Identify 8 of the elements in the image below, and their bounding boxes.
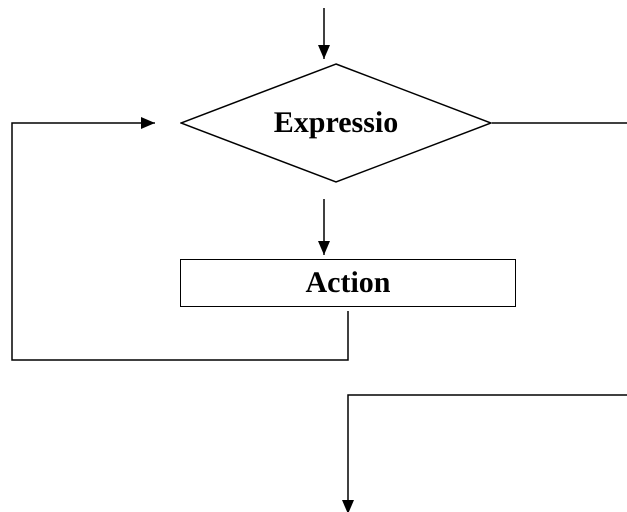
decision-diamond xyxy=(180,63,492,183)
arrow xyxy=(11,117,349,361)
arrow xyxy=(342,122,627,512)
process-box xyxy=(180,259,516,307)
action-label: Action xyxy=(306,266,390,300)
arrow xyxy=(318,8,330,59)
condition-label: Expressio xyxy=(274,106,398,140)
arrow xyxy=(318,199,330,255)
